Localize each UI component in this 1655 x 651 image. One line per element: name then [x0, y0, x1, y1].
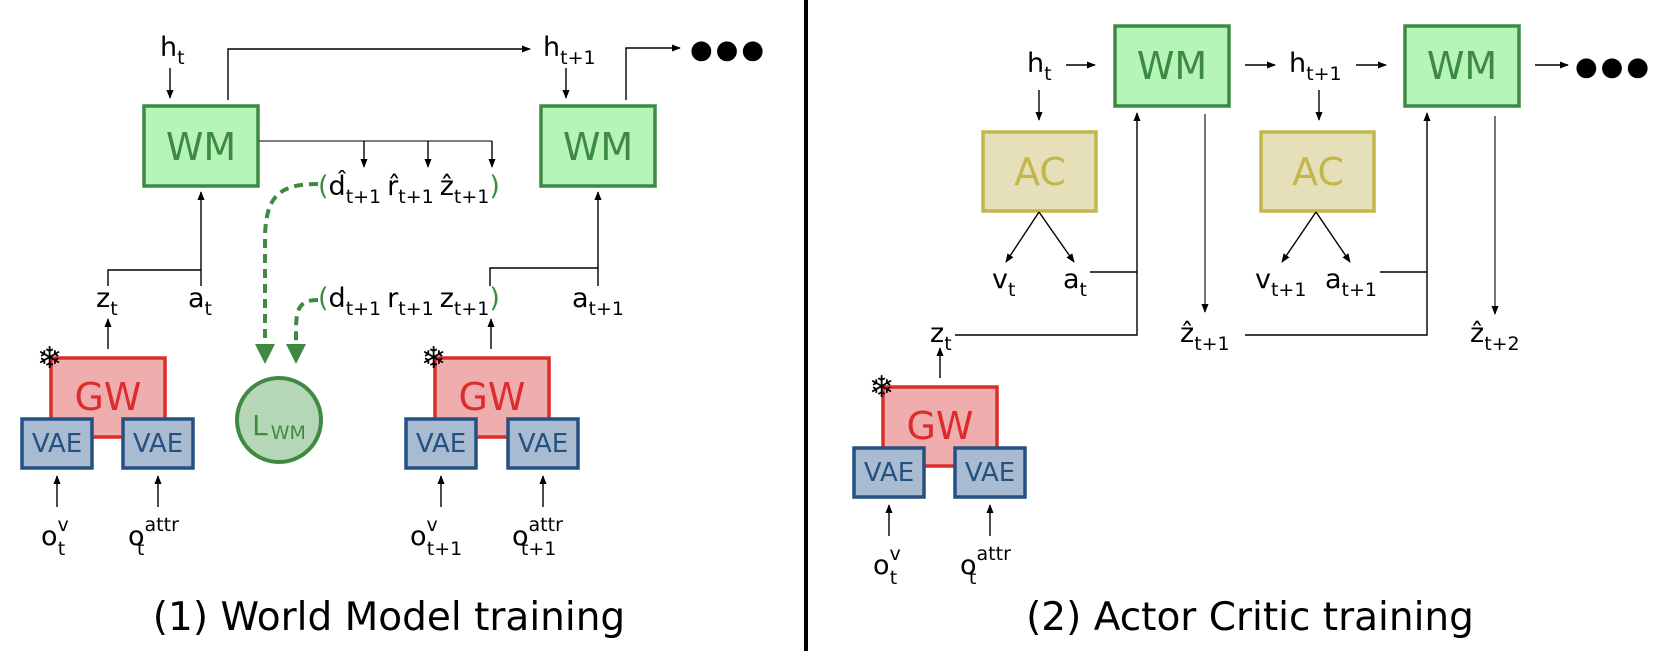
vae-block-attr-2 — [506, 417, 580, 470]
wm-label-1: WM — [166, 125, 236, 169]
wm-block-1 — [142, 104, 260, 188]
label-a-t: at — [188, 283, 212, 320]
line-z-t-to-merge — [107, 269, 201, 286]
wm-label-ac-1: WM — [1137, 44, 1207, 88]
arrow-ac1-to-a-t — [1038, 211, 1075, 263]
frozen-snowflake-icon-3: ❄ — [869, 370, 894, 405]
vae-label-attr-ac: VAE — [965, 458, 1015, 488]
vae-label-visual-ac: VAE — [864, 458, 914, 488]
arrow-z-a-to-wm-ac1 — [955, 112, 1141, 336]
ac-block-1 — [981, 130, 1098, 213]
arrow-ac2-to-v-t1 — [1281, 211, 1317, 263]
arrow-wm1-to-h-t1 — [227, 45, 531, 100]
arrow-wm2-to-next — [625, 44, 681, 100]
arrow-ac1-to-v-t — [1005, 211, 1040, 263]
vae-block-attr-ac — [953, 446, 1027, 499]
gw-label-ac: GW — [906, 404, 973, 448]
frozen-snowflake-icon-1: ❄ — [37, 341, 62, 376]
wm-label-2: WM — [563, 125, 633, 169]
label-z-t: zt — [96, 283, 118, 320]
label-zhat-t2: ẑt+2 — [1470, 318, 1520, 355]
panel-actor-critic-training: ht WM AC vt at ẑt+1 ht+1 WM ●●● AC vt+1 … — [852, 24, 1652, 640]
label-z-t-ac: zt — [930, 318, 952, 355]
label-h-t-ac: ht — [1027, 48, 1052, 85]
wm-label-ac-2: WM — [1427, 44, 1497, 88]
wm-block-2 — [539, 104, 657, 188]
ac-block-2 — [1259, 130, 1376, 213]
frozen-snowflake-icon-2: ❄ — [421, 341, 446, 376]
label-a-t1-ac: at+1 — [1325, 264, 1377, 301]
vae-label-attr-2: VAE — [518, 429, 568, 459]
label-a-t-ac: at — [1063, 264, 1087, 301]
ac-label-2: AC — [1292, 150, 1344, 194]
caption-world-model-training: (1) World Model training — [153, 595, 625, 640]
caption-actor-critic-training: (2) Actor Critic training — [1026, 595, 1474, 640]
label-h-t1-ac: ht+1 — [1289, 48, 1342, 85]
gw-label-2: GW — [458, 375, 525, 419]
ellipsis-panel2: ●●● — [1575, 52, 1652, 82]
dashed-arrow-pred-to-loss — [255, 182, 319, 364]
ellipsis-panel1: ●●● — [690, 35, 767, 65]
gw-label-1: GW — [74, 375, 141, 419]
line-z-t1-to-merge — [489, 267, 598, 286]
label-a-t1: at+1 — [572, 283, 624, 320]
loss-wm-circle — [235, 376, 323, 464]
vae-block-attr-1 — [121, 417, 195, 470]
label-v-t1: vt+1 — [1255, 264, 1306, 301]
label-zhat-t1: ẑt+1 — [1180, 318, 1230, 355]
dashed-arrow-target-to-loss — [286, 298, 319, 364]
arrow-z-a-to-wm-ac2 — [1245, 112, 1431, 336]
wm-block-ac-2 — [1403, 24, 1521, 108]
vae-block-visual-1 — [20, 417, 94, 470]
vae-block-visual-ac — [852, 446, 926, 499]
label-h-t1: ht+1 — [543, 32, 596, 69]
vae-label-visual-2: VAE — [416, 429, 466, 459]
vae-label-visual-1: VAE — [32, 429, 82, 459]
label-h-t: ht — [160, 32, 185, 69]
ac-label-1: AC — [1014, 150, 1066, 194]
label-v-t: vt — [992, 264, 1015, 301]
vae-label-attr-1: VAE — [133, 429, 183, 459]
wm-block-ac-1 — [1113, 24, 1231, 108]
vae-block-visual-2 — [404, 417, 478, 470]
arrow-ac2-to-a-t1 — [1315, 211, 1351, 263]
